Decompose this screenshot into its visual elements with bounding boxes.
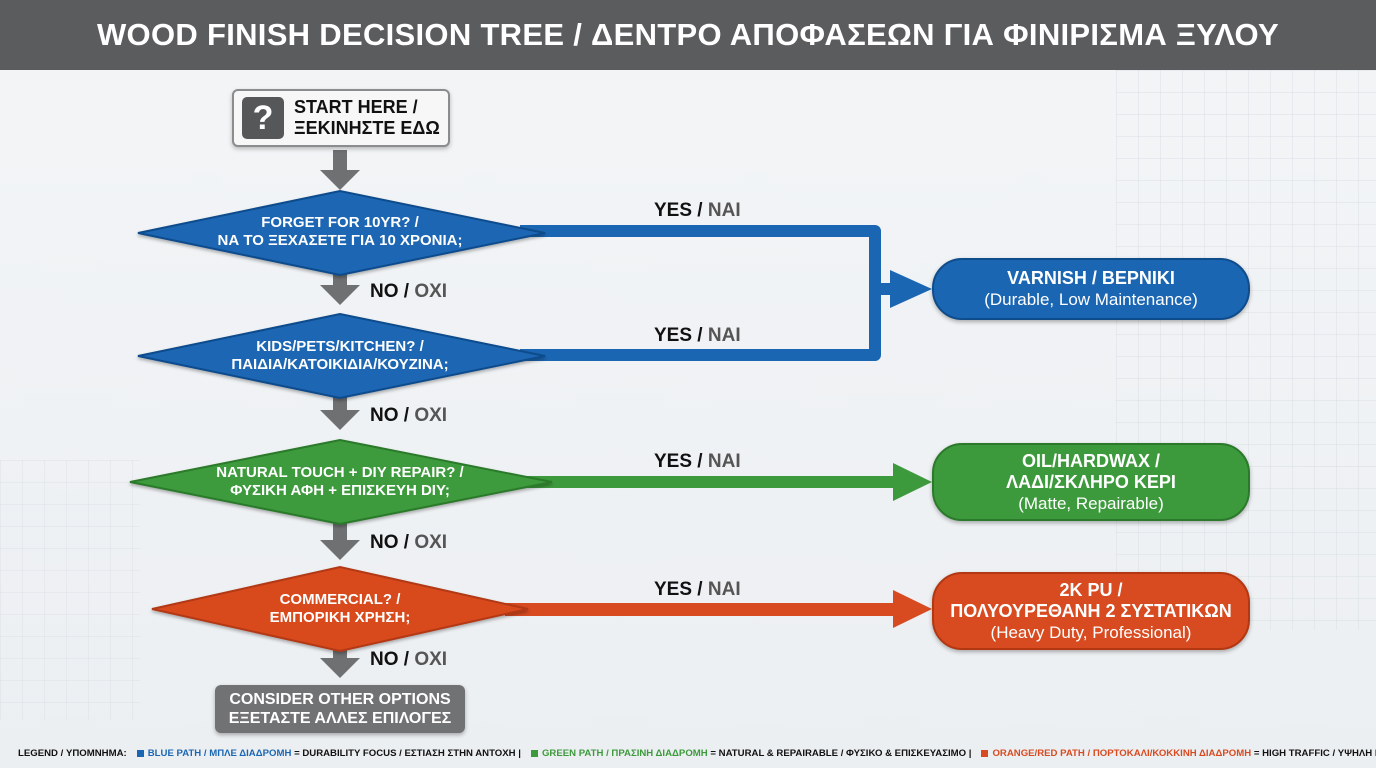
green-connector (520, 476, 900, 488)
no-label-3: NO / ΟΧΙ (370, 532, 448, 553)
yes-label-2: YES / ΝΑΙ (654, 325, 741, 346)
page-title: WOOD FINISH DECISION TREE / ΔΕΝΤΡΟ ΑΠΟΦΑ… (96, 17, 1280, 52)
result-varnish-subtitle: (Durable, Low Maintenance) (984, 290, 1198, 309)
no-arrows (320, 150, 360, 678)
down-arrow-1 (320, 150, 360, 190)
question-1-gr: ΝΑ ΤΟ ΞΕΧΑΣΕΤΕ ΓΙΑ 10 ΧΡΟΝΙΑ; (217, 232, 463, 249)
orange-arrowhead (893, 590, 932, 628)
question-4-gr: ΕΜΠΟΡΙΚΗ ΧΡΗΣΗ; (269, 609, 411, 626)
result-varnish: VARNISH / ΒΕΡΝΙΚΙ (Durable, Low Maintena… (932, 258, 1250, 320)
legend-title: LEGEND / ΥΠΟΜΝΗΜΑ: (18, 748, 127, 759)
blue-arrowhead (890, 270, 932, 308)
decision-diamond-2 (137, 312, 546, 400)
result-pu-subtitle: (Heavy Duty, Professional) (990, 622, 1192, 642)
end-label-gr: ΕΞΕΤΑΣΤΕ ΑΛΛΕΣ ΕΠΙΛΟΓΕΣ (228, 710, 452, 727)
question-2-en: KIDS/PETS/KITCHEN? / (256, 338, 424, 355)
blue-path (520, 225, 932, 361)
legend-green-desc: = NATURAL & REPAIRABLE / ΦΥΣΙΚΟ & ΕΠΙΣΚΕ… (710, 748, 972, 759)
down-arrow-3 (320, 396, 360, 430)
result-pu-title-gr: ΠΟΛΥΟΥΡΕΘΑΝΗ 2 ΣΥΣΤΑΤΙΚΩΝ (950, 600, 1232, 621)
start-node: ? START HERE / ΞΕΚΙΝΗΣΤΕ ΕΔΩ (232, 89, 450, 147)
start-label-en: START HERE / (294, 97, 418, 117)
yes-label-3: YES / ΝΑΙ (654, 451, 741, 472)
start-label-gr: ΞΕΚΙΝΗΣΤΕ ΕΔΩ (294, 118, 440, 138)
green-arrowhead (893, 463, 932, 501)
legend-orange-desc: = HIGH TRAFFIC / ΥΨΗΛΗ ΚΥΚΛΟΦΟΡΙΑ (1253, 748, 1376, 759)
background-grid-left (0, 460, 140, 720)
question-3-gr: ΦΥΣΙΚΗ ΑΦΗ + ΕΠΙΣΚΕΥΗ DIY; (230, 482, 450, 499)
orange-path (505, 590, 932, 628)
legend: LEGEND / ΥΠΟΜΝΗΜΑ: BLUE PATH / ΜΠΛΕ ΔΙΑΔ… (18, 748, 1376, 759)
orange-connector (505, 603, 900, 616)
question-mark-icon: ? (242, 97, 284, 139)
question-3-en: NATURAL TOUCH + DIY REPAIR? / (216, 464, 464, 481)
result-pu-title-en: 2K PU / (1059, 579, 1123, 600)
result-2k-pu: 2K PU / ΠΟΛΥΟΥΡΕΘΑΝΗ 2 ΣΥΣΤΑΤΙΚΩΝ (Heavy… (932, 572, 1250, 650)
question-2-text: KIDS/PETS/KITCHEN? / ΠΑΙΔΙΑ/ΚΑΤΟΙΚΙΔΙΑ/Κ… (231, 338, 448, 374)
yes-label-1: YES / ΝΑΙ (654, 200, 741, 221)
legend-orange-swatch (981, 750, 989, 757)
question-4-text: COMMERCIAL? / ΕΜΠΟΡΙΚΗ ΧΡΗΣΗ; (270, 591, 411, 627)
result-oil-title-en: OIL/HARDWAX / (1022, 450, 1160, 471)
end-node: CONSIDER OTHER OPTIONS ΕΞΕΤΑΣΤΕ ΑΛΛΕΣ ΕΠ… (215, 685, 465, 733)
legend-green-swatch (530, 750, 538, 757)
result-oil-hardwax: OIL/HARDWAX / ΛΑΔΙ/ΣΚΛΗΡΟ ΚΕΡΙ (Matte, R… (932, 443, 1250, 521)
question-1-en: FORGET FOR 10YR? / (261, 214, 419, 231)
legend-blue-desc: = DURABILITY FOCUS / ΕΣΤΙΑΣΗ ΣΤΗΝ ΑΝΤΟΧΗ… (294, 748, 521, 759)
no-label-4: NO / ΟΧΙ (370, 649, 448, 670)
down-arrow-4 (320, 522, 360, 560)
decision-diamond-1 (137, 189, 546, 277)
no-label-1: NO / ΟΧΙ (370, 281, 448, 302)
down-arrow-5 (320, 640, 360, 678)
legend-blue-path: BLUE PATH / ΜΠΛΕ ΔΙΑΔΡΟΜΗ (147, 748, 292, 759)
background-grid (1116, 70, 1376, 630)
blue-connector-stub (869, 283, 893, 295)
result-oil-title-gr: ΛΑΔΙ/ΣΚΛΗΡΟ ΚΕΡΙ (1006, 471, 1176, 492)
decision-diamond-4 (151, 565, 529, 653)
result-varnish-title: VARNISH / ΒΕΡΝΙΚΙ (1007, 268, 1175, 288)
no-label-2: NO / ΟΧΙ (370, 405, 448, 426)
question-3-text: NATURAL TOUCH + DIY REPAIR? / ΦΥΣΙΚΗ ΑΦΗ… (216, 464, 463, 500)
result-oil-subtitle: (Matte, Repairable) (1018, 493, 1164, 513)
decision-diamond-3 (129, 438, 553, 526)
question-1-text: FORGET FOR 10YR? / ΝΑ ΤΟ ΞΕΧΑΣΕΤΕ ΓΙΑ 10… (218, 214, 463, 250)
legend-green-path: GREEN PATH / ΠΡΑΣΙΝΗ ΔΙΑΔΡΟΜΗ (541, 748, 708, 759)
yes-label-4: YES / ΝΑΙ (654, 579, 741, 600)
header-bar: WOOD FINISH DECISION TREE / ΔΕΝΤΡΟ ΑΠΟΦΑ… (0, 0, 1376, 70)
question-4-en: COMMERCIAL? / (279, 591, 401, 608)
green-path (520, 463, 932, 501)
question-2-gr: ΠΑΙΔΙΑ/ΚΑΤΟΙΚΙΔΙΑ/ΚΟΥΖΙΝΑ; (231, 356, 449, 373)
legend-orange-path: ORANGE/RED PATH / ΠΟΡΤΟΚΑΛΙ/ΚΟΚΚΙΝΗ ΔΙΑΔ… (992, 748, 1252, 759)
legend-blue-swatch (136, 750, 144, 757)
down-arrow-2 (320, 270, 360, 305)
end-label-en: CONSIDER OTHER OPTIONS (229, 691, 451, 708)
